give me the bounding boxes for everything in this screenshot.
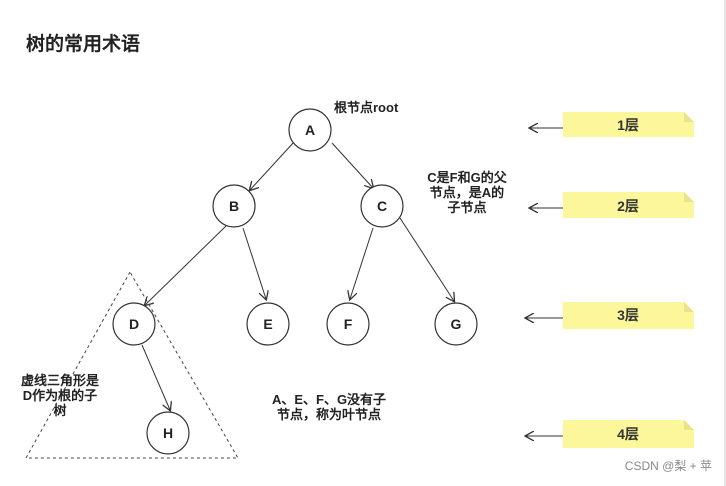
edge-C-G xyxy=(399,217,454,301)
edge-C-F xyxy=(350,227,374,299)
edge-A-B xyxy=(250,141,295,190)
node-A-label: A xyxy=(305,122,315,138)
watermark: CSDN @梨 + 苹 xyxy=(624,459,712,473)
level-1-label: 1层 xyxy=(617,117,639,133)
node-H-label: H xyxy=(163,425,173,441)
level-3-label: 3层 xyxy=(617,307,639,323)
edge-B-E xyxy=(242,227,266,299)
node-G-label: G xyxy=(451,316,462,332)
leaf-annotation: A、E、F、G没有子 节点，称为叶节点 xyxy=(258,392,400,422)
node-G xyxy=(434,302,478,346)
node-D xyxy=(112,302,156,346)
node-C-label: C xyxy=(377,198,387,214)
node-D-label: D xyxy=(129,316,139,332)
level-4: 4层 xyxy=(526,420,694,448)
node-E xyxy=(246,302,290,346)
level-2: 2层 xyxy=(530,192,694,218)
node-H xyxy=(146,411,190,455)
level-1: 1层 xyxy=(530,112,694,137)
node-C xyxy=(360,184,404,228)
edge-D-H xyxy=(141,344,170,410)
parent-annotation-line1: C是F和G的父 xyxy=(427,170,507,185)
subtree-annotation-line1: 虚线三角形是 xyxy=(20,373,99,388)
node-F-label: F xyxy=(344,316,353,332)
subtree-annotation-line3: 树 xyxy=(53,403,67,418)
node-A xyxy=(288,108,332,152)
edge-A-C xyxy=(331,142,373,188)
page-title: 树的常用术语 xyxy=(26,34,141,55)
leaf-annotation-line2: 节点，称为叶节点 xyxy=(276,407,381,422)
node-F xyxy=(326,302,370,346)
root-annotation: 根节点root xyxy=(334,100,399,115)
parent-annotation: C是F和G的父 节点，是A的 子节点 xyxy=(417,170,517,215)
subtree-annotation-line2: D作为根的子 xyxy=(22,388,98,403)
leaf-annotation-line1: A、E、F、G没有子 xyxy=(271,392,387,407)
level-3: 3层 xyxy=(526,302,694,329)
node-B-label: B xyxy=(229,198,239,214)
parent-annotation-line3: 子节点 xyxy=(447,200,487,215)
node-B xyxy=(212,184,256,228)
node-E-label: E xyxy=(263,316,272,332)
subtree-annotation: 虚线三角形是 D作为根的子 树 xyxy=(6,373,114,418)
right-border xyxy=(724,0,726,486)
parent-annotation-line2: 节点，是A的 xyxy=(429,185,505,200)
level-2-label: 2层 xyxy=(617,198,639,214)
edge-B-D xyxy=(145,225,227,305)
level-4-label: 4层 xyxy=(617,426,639,442)
subtree-triangle xyxy=(25,270,239,459)
